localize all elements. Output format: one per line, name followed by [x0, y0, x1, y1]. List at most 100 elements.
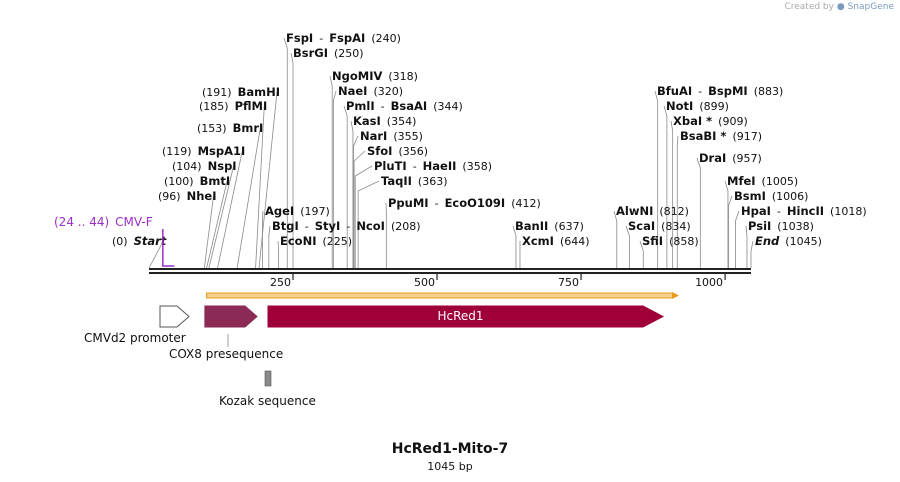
site-leader-naei — [332, 90, 337, 268]
site-label-part: HaeII — [423, 159, 457, 173]
site-label-part: FspI — [286, 31, 313, 45]
site-label-part: NspI — [208, 159, 237, 173]
site-label-part: (344) — [433, 100, 463, 113]
site-label-bsmi: BsmI (1006) — [734, 189, 808, 203]
site-label-bsrgi: BsrGI(250) — [293, 46, 364, 60]
orf-arrowhead — [671, 292, 679, 299]
primer-name: CMV-F — [115, 215, 153, 229]
site-leaders — [148, 37, 754, 269]
site-label-naei: NaeI(320) — [338, 84, 403, 98]
site-label-part: BsaBI * — [680, 129, 726, 143]
site-label-bamhi: (191)BamHI — [202, 85, 280, 99]
site-label-part: (240) — [371, 32, 401, 45]
site-label-sfoi: SfoI(356) — [367, 144, 428, 158]
site-leader-bsrgi — [290, 52, 294, 268]
site-label-xcmi: XcmI (644) — [522, 234, 590, 248]
site-label-part: - — [305, 220, 309, 233]
ruler-tick-label: 250 — [270, 276, 291, 289]
site-label-part: BfuAI — [657, 84, 692, 98]
site-label-part: (96) — [158, 190, 181, 203]
site-label-part: (917) — [732, 130, 762, 143]
site-label-part: BtgI — [272, 219, 299, 233]
site-label-part: (320) — [373, 85, 403, 98]
site-label-nhei: (96)NheI — [158, 189, 216, 203]
site-label-part: BmtI — [200, 174, 231, 188]
site-leader-scai — [625, 225, 630, 268]
site-label-drai: DraI(957) — [699, 151, 762, 165]
site-leader-pmli — [343, 105, 348, 268]
site-label-part: (1006) — [772, 190, 809, 203]
site-leader-bmri — [236, 127, 261, 269]
site-label-part: (100) — [164, 175, 194, 188]
site-label-part: DraI — [699, 151, 726, 165]
site-labels: (0)Start (96)NheI(100) BmtI(104)NspI(119) M… — [54, 31, 867, 267]
site-label-nspi: (104)NspI — [172, 159, 237, 173]
site-label-part: - — [346, 220, 350, 233]
site-label-scai: ScaI(834) — [628, 219, 691, 233]
site-leader-start — [148, 240, 164, 269]
site-label-bfuai: BfuAI-BspMI(883) — [657, 84, 783, 98]
site-label-part: (355) — [393, 130, 423, 143]
site-label-part: (644) — [560, 235, 590, 248]
site-label-part: - — [413, 160, 417, 173]
site-label-fspi: FspI-FspAI(240) — [286, 31, 401, 45]
site-label-pmli: PmlI-BsaAI(344) — [346, 99, 463, 113]
site-label-econi: EcoNI (225) — [280, 234, 352, 248]
site-label-psii: PsiI(1038) — [748, 219, 814, 233]
site-label-part: (1018) — [830, 205, 867, 218]
site-label-part: (225) — [322, 235, 352, 248]
site-label-part: XcmI — [522, 234, 554, 248]
site-label-part: FspAI — [329, 31, 365, 45]
site-leader-taqii — [357, 180, 380, 268]
site-label-start: (0)Start — [112, 234, 167, 248]
site-label-part: NgoMIV — [332, 69, 382, 83]
site-label-part: (1045) — [785, 235, 822, 248]
ruler-tick-label: 500 — [414, 276, 435, 289]
site-leader-agei — [262, 210, 264, 268]
cox8-label: COX8 presequence — [169, 347, 283, 361]
site-label-part: (208) — [391, 220, 421, 233]
site-leader-pflmi — [255, 105, 265, 269]
site-leader-btgi — [268, 225, 271, 268]
site-leader-nari — [353, 135, 359, 268]
site-label-part: (119) — [162, 145, 192, 158]
site-leader-bfuai — [654, 90, 659, 268]
site-label-part: EcoNI — [280, 234, 316, 248]
site-label-part: (1038) — [777, 220, 814, 233]
site-label-kasi: KasI(354) — [353, 114, 416, 128]
plasmid-title: HcRed1-Mito-7 — [391, 441, 509, 457]
site-leader-drai — [696, 157, 701, 268]
site-label-part: SfoI — [367, 144, 392, 158]
snapgene-logo-icon: ● — [836, 2, 845, 12]
site-leader-alwni — [613, 210, 618, 268]
site-label-banii: BanII(637) — [515, 219, 584, 233]
site-label-part: (899) — [699, 100, 729, 113]
site-leader-nspi — [208, 165, 234, 269]
site-label-part: - — [381, 100, 385, 113]
site-leader-bamhi — [258, 91, 278, 269]
site-leader-mspa1i — [217, 150, 243, 269]
primer-range: (24 .. 44) — [54, 215, 109, 229]
site-label-part: PpuMI — [388, 196, 429, 210]
site-label-mfei: MfeI(1005) — [727, 174, 798, 188]
site-label-xbai: XbaI *(909) — [673, 114, 748, 128]
cox8-presequence-arrow — [204, 305, 258, 328]
site-label-part: (909) — [718, 115, 748, 128]
site-label-part: PluTI — [374, 159, 407, 173]
primer-arrow — [162, 229, 175, 267]
site-label-part: PflMI — [235, 99, 268, 113]
site-label-part: BmrI — [233, 121, 264, 135]
site-label-part: (858) — [669, 235, 699, 248]
site-label-bsabi: BsaBI * (917) — [680, 129, 762, 143]
site-label-pluti: PluTI-HaeII(358) — [374, 159, 492, 173]
ruler-tick-label: 750 — [558, 276, 579, 289]
site-label-part: HpaI — [741, 204, 771, 218]
site-leader-fspi — [283, 37, 288, 268]
site-label-alwni: AlwNI(812) — [616, 204, 689, 218]
site-label-part: (185) — [199, 100, 229, 113]
site-leader-bsmi — [728, 195, 733, 268]
site-label-part: MfeI — [727, 174, 756, 188]
site-label-part: BsmI — [734, 189, 766, 203]
site-leader-sfii — [639, 240, 644, 268]
primer-label: (24 .. 44) CMV-F — [54, 215, 153, 229]
